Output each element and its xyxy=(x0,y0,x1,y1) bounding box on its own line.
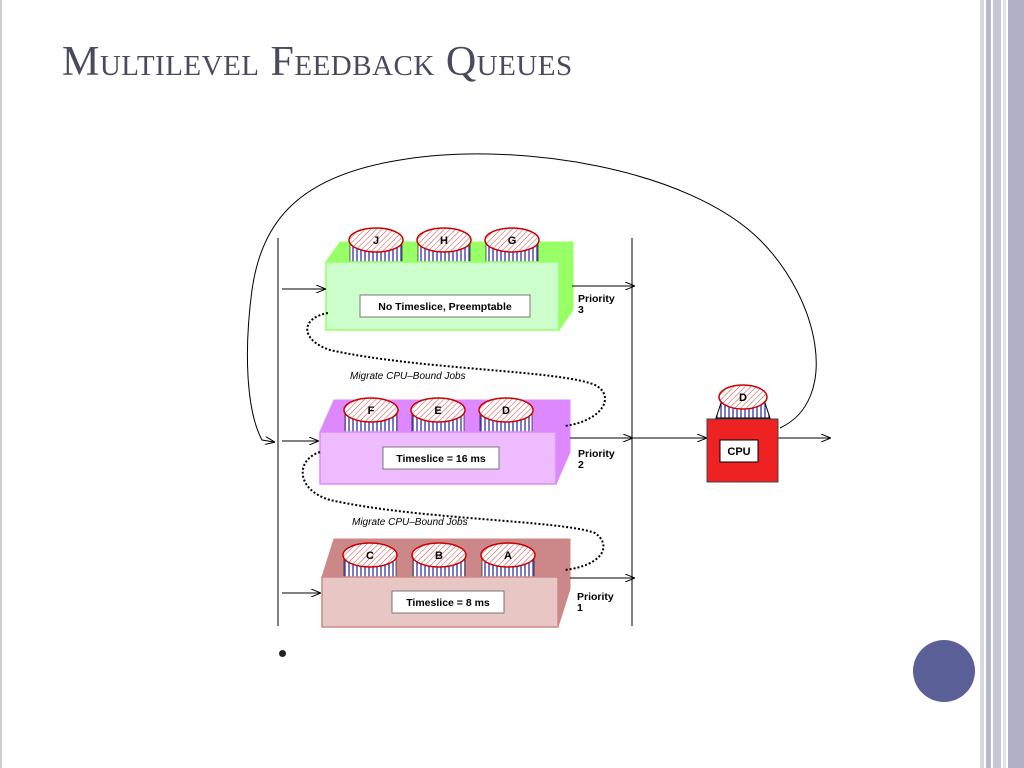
job-label: B xyxy=(435,550,443,562)
feedback-loop-arrow xyxy=(246,153,817,442)
queue-label: No Timeslice, Preemptable xyxy=(378,301,512,313)
slide-title: Multilevel Feedback Queues xyxy=(62,39,573,85)
job-label: H xyxy=(440,235,448,247)
job-label: G xyxy=(508,235,517,247)
job-J: J xyxy=(348,227,404,265)
job-B: B xyxy=(411,542,467,580)
job-label: C xyxy=(366,550,374,562)
job-F: F xyxy=(343,397,399,435)
job-disk xyxy=(342,542,398,568)
priority-number: 1 xyxy=(577,602,583,614)
queue-label-box xyxy=(382,446,500,470)
job-G: G xyxy=(484,227,540,265)
queue-front-face xyxy=(319,431,557,485)
slide-left-border xyxy=(0,0,2,768)
queue-label-box xyxy=(391,590,505,614)
cpu-label-box xyxy=(719,439,759,463)
priority-word: Priority xyxy=(577,591,614,603)
priority-number: 2 xyxy=(578,459,584,471)
cpu-job-disk xyxy=(718,384,768,410)
cpu-unit: D CPU xyxy=(706,384,779,483)
job-label: D xyxy=(502,405,510,417)
job-label: A xyxy=(504,550,512,562)
bullet-point xyxy=(279,650,286,657)
decorative-circle xyxy=(913,640,975,702)
queue-label: Timeslice = 16 ms xyxy=(396,453,486,465)
job-label: J xyxy=(373,235,379,247)
job-disk xyxy=(478,397,534,423)
job-disk xyxy=(410,397,466,423)
job-A: A xyxy=(480,542,536,580)
priority-word: Priority xyxy=(578,448,615,460)
job-E: E xyxy=(410,397,466,435)
job-disk xyxy=(411,542,467,568)
migrate-path-upper xyxy=(306,312,606,427)
migrate-label-upper: Migrate CPU–Bound Jobs xyxy=(350,371,466,382)
migrate-path-lower xyxy=(301,451,605,571)
queue-label: Timeslice = 8 ms xyxy=(406,597,490,609)
queue-label-box xyxy=(359,294,531,318)
right-decorative-bars xyxy=(980,0,1024,768)
job-disk xyxy=(480,542,536,568)
job-label: F xyxy=(368,405,375,417)
job-label: E xyxy=(434,405,441,417)
job-C: C xyxy=(342,542,398,580)
priority-number: 3 xyxy=(578,304,584,316)
job-disk xyxy=(348,227,404,253)
job-H: H xyxy=(416,227,472,265)
job-disk xyxy=(484,227,540,253)
migrate-label-lower: Migrate CPU–Bound Jobs xyxy=(352,517,468,528)
cpu-label: CPU xyxy=(727,446,750,458)
job-D: D xyxy=(478,397,534,435)
job-disk xyxy=(343,397,399,423)
job-disk xyxy=(416,227,472,253)
priority-word: Priority xyxy=(578,293,615,305)
cpu-job-label: D xyxy=(739,392,747,404)
